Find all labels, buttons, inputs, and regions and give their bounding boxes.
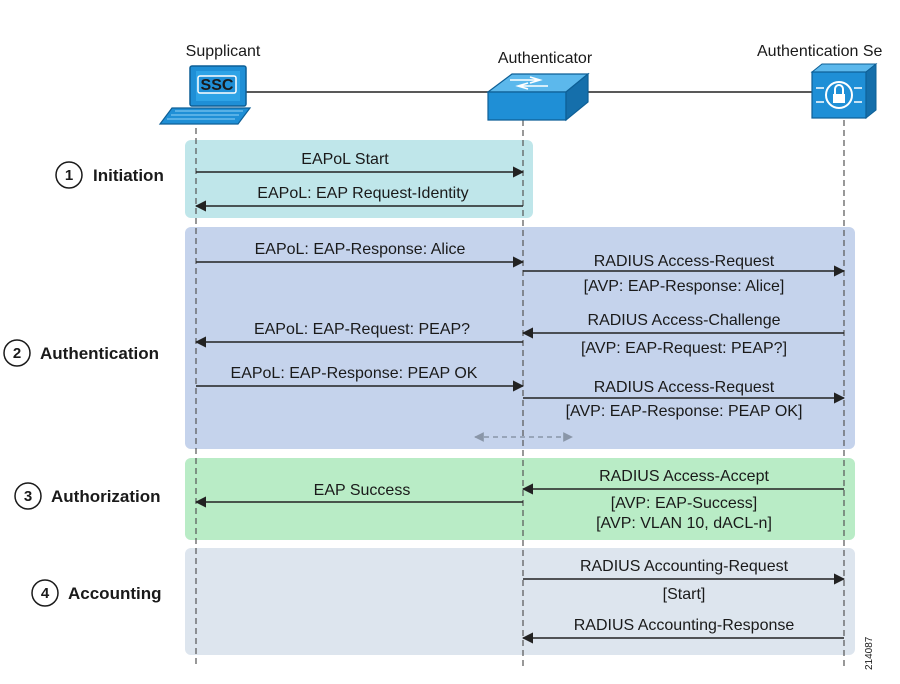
phase-3-marker: 3 bbox=[14, 482, 42, 510]
phase-3-label: Authorization bbox=[51, 487, 161, 506]
ssc-badge: SSC bbox=[201, 77, 234, 94]
supplicant-label: Supplicant bbox=[186, 43, 261, 60]
msg-eap-success-label: EAP Success bbox=[314, 482, 411, 499]
phase-4-marker: 4 bbox=[31, 579, 59, 607]
msg-response-alice-label: EAPoL: EAP-Response: Alice bbox=[255, 241, 466, 258]
msg-access-accept-avp-1: [AVP: EAP-Success] bbox=[611, 495, 757, 512]
server-label: Authentication Se bbox=[757, 43, 883, 60]
msg-access-accept-avp-2: [AVP: VLAN 10, dACL-n] bbox=[596, 515, 772, 532]
msg-accounting-response-label: RADIUS Accounting-Response bbox=[574, 617, 795, 634]
msg-access-request-1-label: RADIUS Access-Request bbox=[594, 253, 775, 270]
phase-accounting-band bbox=[185, 548, 855, 655]
figure-number: 214087 bbox=[864, 636, 875, 670]
msg-accounting-request-label: RADIUS Accounting-Request bbox=[580, 558, 789, 575]
msg-access-request-1-avp: [AVP: EAP-Response: Alice] bbox=[584, 278, 785, 295]
msg-access-challenge-label: RADIUS Access-Challenge bbox=[588, 312, 781, 329]
msg-request-peap-label: EAPoL: EAP-Request: PEAP? bbox=[254, 321, 470, 338]
phase-1-marker: 1 bbox=[55, 161, 83, 189]
laptop-icon bbox=[158, 65, 252, 125]
phase-2-label: Authentication bbox=[40, 344, 159, 363]
msg-response-peap-ok-label: EAPoL: EAP-Response: PEAP OK bbox=[231, 365, 478, 382]
phase-2-marker: 2 bbox=[3, 339, 31, 367]
phase-4-number: 4 bbox=[41, 585, 50, 602]
phase-authorization-band bbox=[185, 458, 855, 540]
phase-2-number: 2 bbox=[13, 345, 21, 362]
msg-eapol-start-label: EAPoL Start bbox=[301, 151, 389, 168]
msg-access-challenge-avp: [AVP: EAP-Request: PEAP?] bbox=[581, 340, 787, 357]
authenticator-label: Authenticator bbox=[498, 50, 593, 67]
phase-4-label: Accounting bbox=[68, 584, 162, 603]
msg-access-request-2-label: RADIUS Access-Request bbox=[594, 379, 775, 396]
phase-initiation-band bbox=[185, 140, 533, 218]
msg-accounting-request-start: [Start] bbox=[663, 586, 706, 603]
phase-3-number: 3 bbox=[24, 488, 32, 505]
msg-access-accept-label: RADIUS Access-Accept bbox=[599, 468, 769, 485]
msg-access-request-2-avp: [AVP: EAP-Response: PEAP OK] bbox=[566, 403, 803, 420]
phase-authentication-band bbox=[185, 227, 855, 449]
phase-1-label: Initiation bbox=[93, 166, 164, 185]
msg-request-identity-label: EAPoL: EAP Request-Identity bbox=[257, 185, 468, 202]
auth-server-icon bbox=[810, 62, 878, 120]
switch-icon bbox=[486, 72, 590, 122]
phase-1-number: 1 bbox=[65, 167, 73, 184]
